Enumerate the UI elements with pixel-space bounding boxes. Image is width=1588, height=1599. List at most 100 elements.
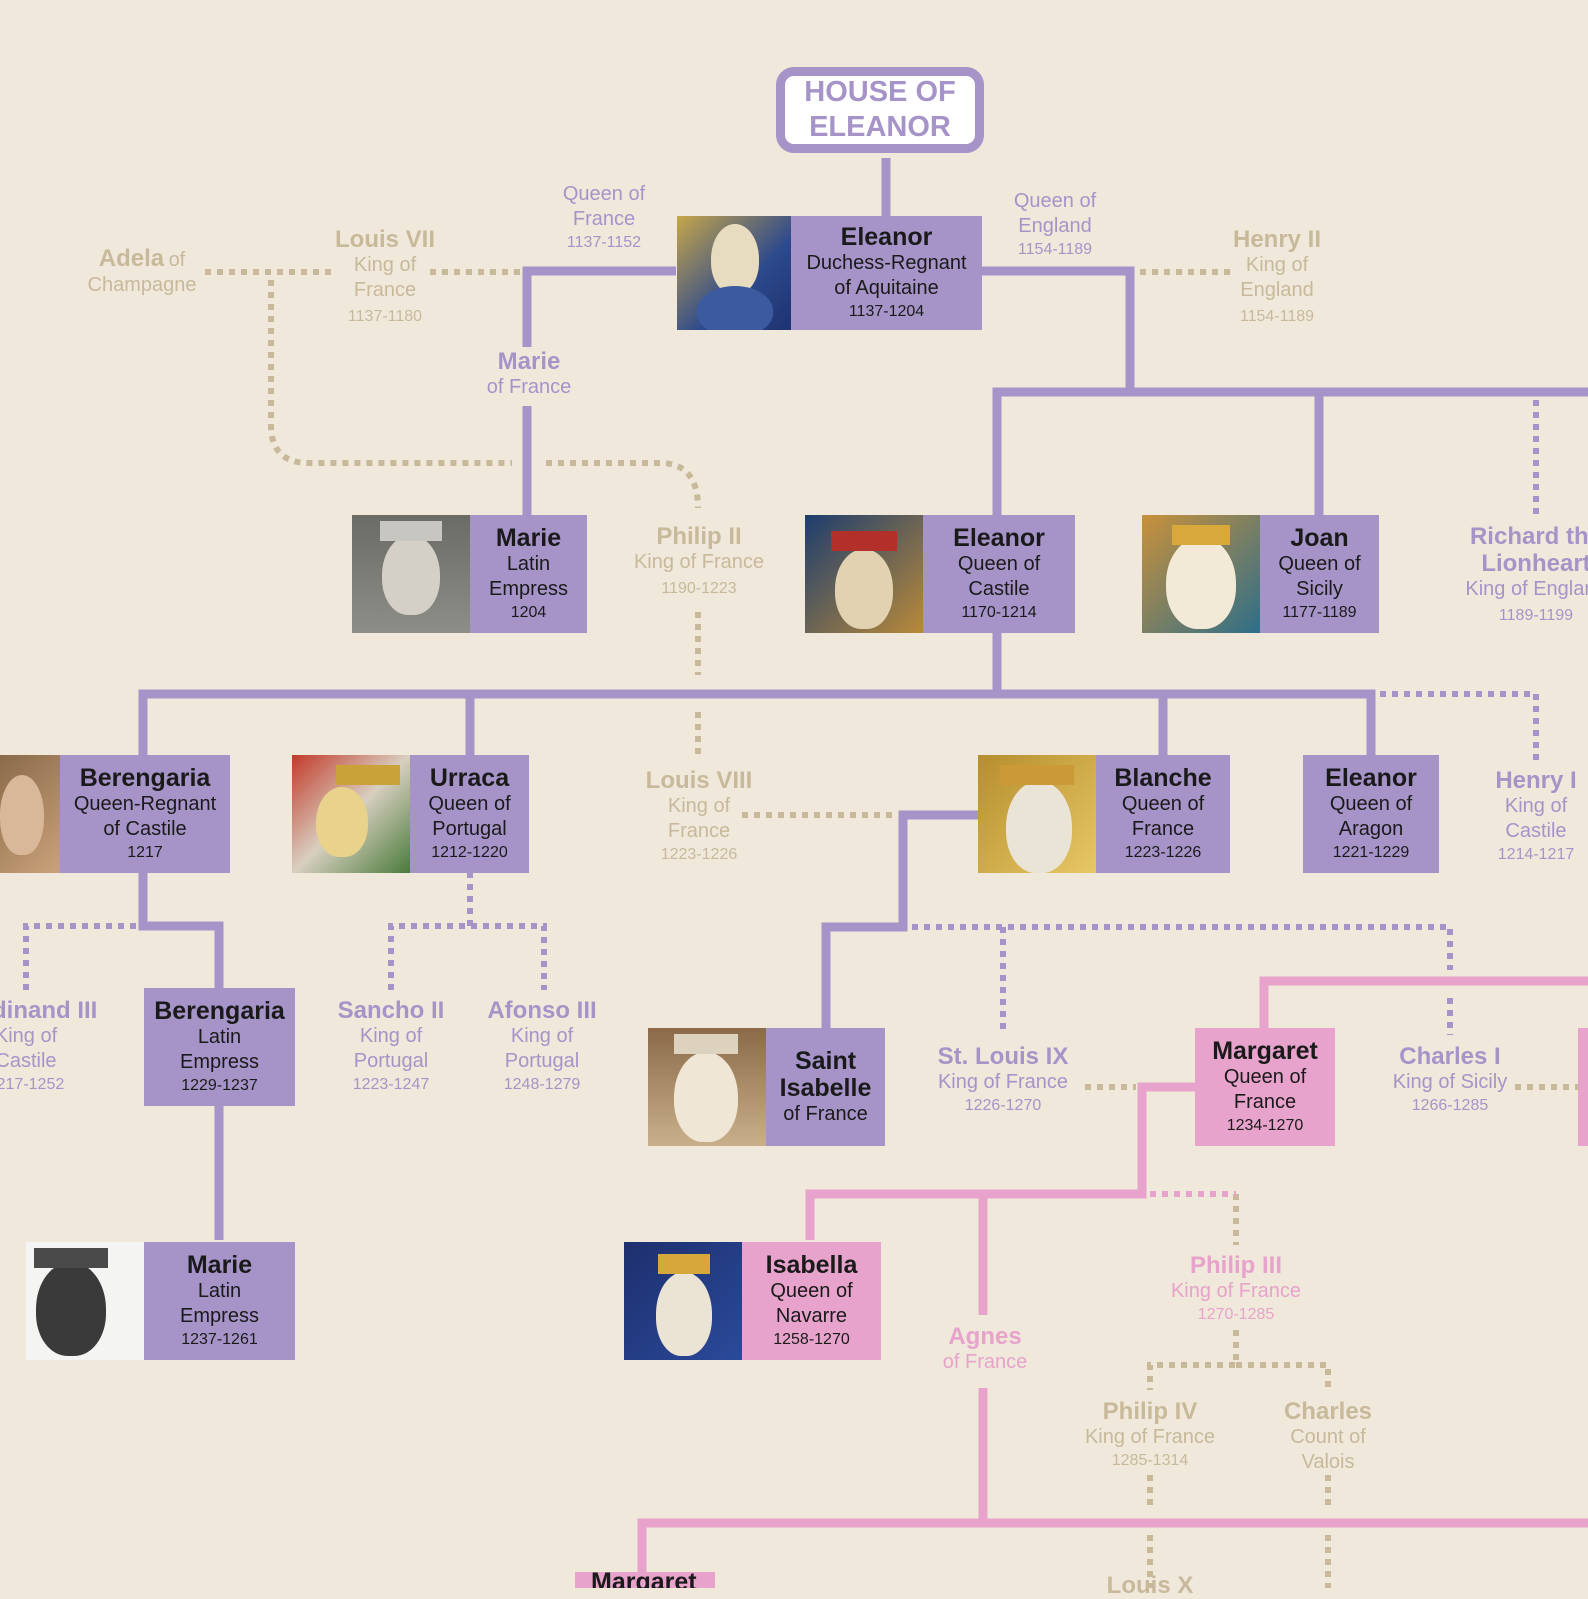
label-role: Queen of <box>1013 190 1097 212</box>
label-name: Louis VII <box>334 226 436 253</box>
card-role: Aragon <box>1338 818 1404 840</box>
connector-eleanor-marie <box>522 266 676 347</box>
card-dates: 1221-1229 <box>1332 844 1410 861</box>
label-role: King of <box>667 795 731 817</box>
label-st-louis-ix: St. Louis IX King of France 1226-1270 <box>938 1043 1069 1116</box>
dotted-ferdinand <box>23 923 136 990</box>
label-louis-vii: Louis VII King of France 1137-1180 <box>335 226 435 327</box>
card-role: France <box>1131 818 1195 840</box>
card-name: Marie <box>495 524 562 552</box>
card-role: France <box>1233 1091 1297 1113</box>
dotted-philip-iii-sons <box>1147 1330 1331 1390</box>
label-name: Agnes <box>948 1323 1022 1350</box>
card-dates: 1170-1214 <box>961 604 1037 621</box>
label-queen-of-england: Queen of England 1154-1189 <box>1014 189 1096 260</box>
card-name: Marie <box>186 1251 253 1279</box>
label-name: Henry I <box>1495 767 1577 794</box>
card-bottom-partial: Margaret <box>575 1572 715 1588</box>
label-role: King of France <box>633 551 765 573</box>
label-name: Sancho II <box>337 997 445 1024</box>
card-role: Empress <box>180 1305 259 1327</box>
title-line-2: ELEANOR <box>809 111 951 143</box>
label-dates: 1189-1199 <box>1498 607 1574 624</box>
label-name: Richard the <box>1469 523 1588 550</box>
card-saint-isabelle: Saint Isabelle of France <box>648 1028 885 1146</box>
card-name: Eleanor <box>840 223 933 251</box>
label-name: Philip IV <box>1102 1398 1198 1425</box>
label-role: of France <box>486 376 572 398</box>
card-role: of Castile <box>103 818 187 840</box>
dotted-marie-philip <box>546 460 701 509</box>
card-berengaria-castile: Berengaria Queen-Regnant of Castile 1217 <box>0 755 230 873</box>
card-role: Castile <box>968 578 1030 600</box>
label-role: King of <box>1504 795 1568 817</box>
card-dates: 1217 <box>127 844 163 861</box>
label-name: Charles <box>1283 1398 1373 1425</box>
label-dates: 1154-1189 <box>1239 308 1315 325</box>
portrait-marie-bronze <box>26 1242 144 1360</box>
card-role: Latin <box>506 553 551 575</box>
card-role: Queen of <box>1278 553 1361 575</box>
label-role: King of England <box>1465 578 1588 600</box>
card-urraca: Urraca Queen of Portugal 1212-1220 <box>292 755 529 873</box>
label-role: France <box>353 279 417 301</box>
label-name: Louis VIII <box>645 767 753 794</box>
label-charles-valois: Charles Count of Valois <box>1284 1398 1372 1475</box>
card-dates: 1237-1261 <box>181 1331 258 1348</box>
connector-gen3-bar <box>138 689 1376 755</box>
card-role: Empress <box>489 578 568 600</box>
label-dates: 1248-1279 <box>503 1076 581 1093</box>
label-name: Marie <box>497 348 561 375</box>
card-name: Isabella <box>765 1251 858 1279</box>
card-role: Queen of <box>770 1280 853 1302</box>
connector-eleanor-henry <box>980 266 1135 392</box>
label-role: France <box>572 208 636 230</box>
portrait-berengaria <box>0 755 60 873</box>
card-dates: 1229-1237 <box>181 1077 258 1094</box>
card-role: Duchess-Regnant <box>806 252 967 274</box>
card-name: Urraca <box>429 764 510 792</box>
portrait-joan <box>1142 515 1260 633</box>
card-dates: 1212-1220 <box>431 844 508 861</box>
label-charles-i: Charles I King of Sicily 1266-1285 <box>1393 1043 1508 1116</box>
label-role: King of <box>353 254 417 276</box>
card-role: Latin <box>197 1026 242 1048</box>
label-role: Portugal <box>504 1050 580 1072</box>
connector-henry-children <box>992 387 1588 515</box>
dotted-henry-i <box>1380 691 1539 760</box>
label-agnes: Agnes of France <box>943 1323 1027 1375</box>
card-name: Berengaria <box>79 764 211 792</box>
card-name: Berengaria <box>154 997 285 1025</box>
card-role: Queen of <box>1329 793 1413 815</box>
card-partial-right <box>1578 1028 1588 1146</box>
card-name: Joan <box>1290 524 1349 552</box>
label-role: King of <box>510 1025 574 1047</box>
label-name: Louis X <box>1106 1572 1194 1599</box>
label-dates: 1223-1226 <box>660 846 738 863</box>
card-name: Eleanor <box>1325 764 1417 792</box>
card-eleanor-aragon: Eleanor Queen of Aragon 1221-1229 <box>1303 755 1439 873</box>
label-name: Philip II <box>656 523 742 550</box>
label-dates: 1223-1247 <box>352 1076 430 1093</box>
card-joan: Joan Queen of Sicily 1177-1189 <box>1142 515 1379 633</box>
label-ferdinand-iii: Ferdinand III King of Castile 1217-1252 <box>0 997 97 1095</box>
label-role: King of <box>359 1025 423 1047</box>
portrait-urraca <box>292 755 410 873</box>
label-suffix: of <box>168 249 186 271</box>
title-line-1: HOUSE OF <box>804 76 956 108</box>
card-role: Queen of <box>1121 793 1205 815</box>
portrait-marie-statue <box>352 515 470 633</box>
label-philip-ii: Philip II King of France 1190-1223 <box>634 523 764 599</box>
card-role: of France <box>783 1102 868 1125</box>
label-richard: Richard the Lionheart King of England 11… <box>1465 523 1588 626</box>
label-name: Philip III <box>1189 1252 1283 1279</box>
label-sancho-ii: Sancho II King of Portugal 1223-1247 <box>338 997 445 1095</box>
label-name: Afonso III <box>487 997 597 1024</box>
card-role: of Aquitaine <box>834 277 939 299</box>
card-role: Queen of <box>1223 1066 1307 1088</box>
label-name: St. Louis IX <box>937 1043 1069 1070</box>
portrait-isabella <box>624 1242 742 1360</box>
label-name: Lionheart <box>1481 550 1588 577</box>
label-marie-of-france: Marie of France <box>487 348 571 400</box>
